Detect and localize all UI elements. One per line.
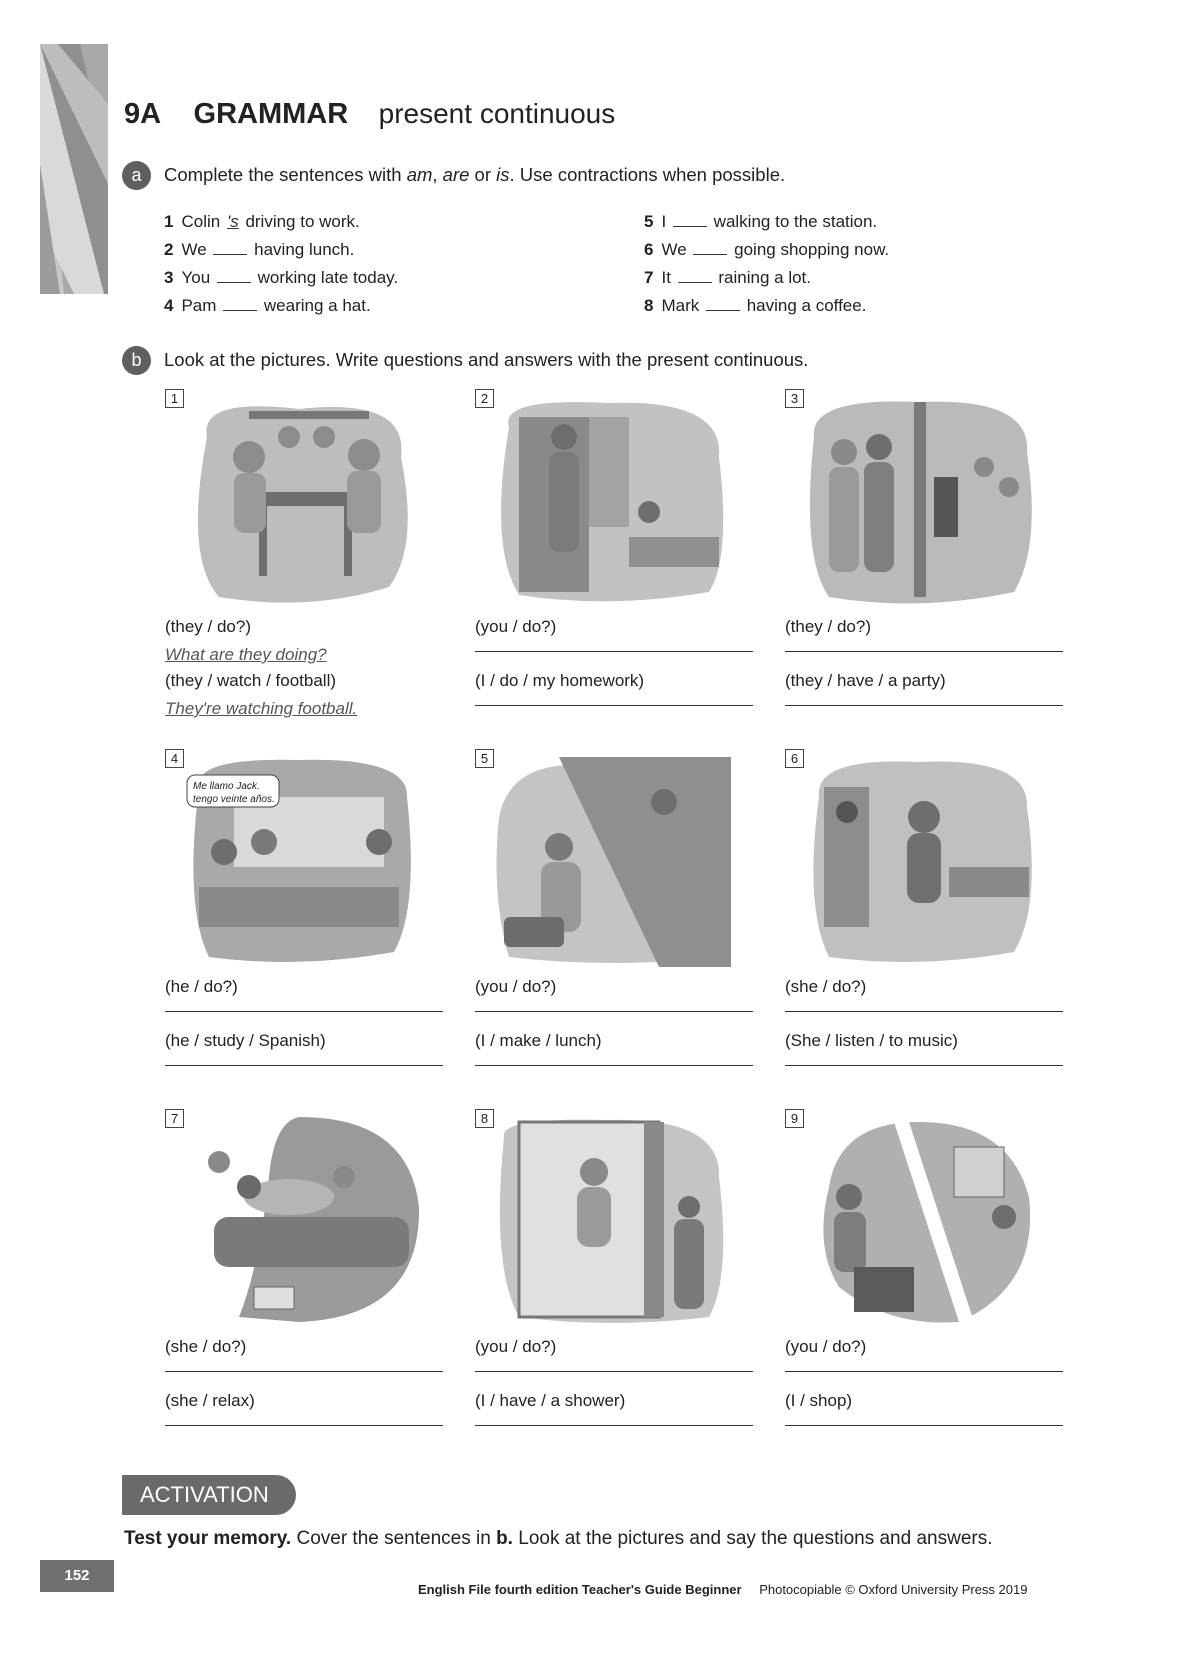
- answer-line[interactable]: [475, 651, 753, 652]
- subtopic-label: present continuous: [378, 98, 616, 129]
- answer-line[interactable]: [475, 1425, 753, 1426]
- topic-label: GRAMMAR: [193, 98, 349, 130]
- answer-line[interactable]: [785, 1371, 1063, 1372]
- item-number: 6: [785, 749, 804, 768]
- answer-blank[interactable]: [693, 240, 728, 255]
- item-number: 4: [165, 749, 184, 768]
- picture-exercise-3: 3 (they / do?) (they / have / a party): [785, 389, 1065, 739]
- item-number: 2: [475, 389, 494, 408]
- svg-text:tengo veinte años.: tengo veinte años.: [193, 794, 275, 805]
- example-answer: They're watching football.: [165, 699, 358, 718]
- answer-line[interactable]: [475, 1011, 753, 1012]
- question-prompt: (she / do?): [165, 1337, 247, 1356]
- answer-blank[interactable]: [213, 240, 248, 255]
- football-fans-illustration: [197, 406, 408, 603]
- question-prompt: (you / do?): [475, 1337, 557, 1356]
- relaxing-illustration: [208, 1117, 420, 1322]
- item-number: 3: [785, 389, 804, 408]
- item-number: 5: [475, 749, 494, 768]
- question-prompt: (you / do?): [475, 617, 557, 636]
- question-prompt: (he / do?): [165, 977, 238, 996]
- answer-line[interactable]: [475, 1371, 753, 1372]
- picture-exercise-1: 1 (they / do?) What are they doing? (the…: [165, 389, 445, 739]
- answer-blank[interactable]: [705, 296, 740, 311]
- music-illustration: [813, 761, 1032, 962]
- answer-blank[interactable]: [223, 296, 258, 311]
- activation-instruction: Test your memory. Cover the sentences in…: [124, 1528, 993, 1549]
- answer-line[interactable]: [785, 1065, 1063, 1066]
- item-number: 8: [475, 1109, 494, 1128]
- shower-illustration: [499, 1119, 724, 1323]
- picture-exercise-2: 2 (you / do?) (I / do / my homework): [475, 389, 755, 739]
- train-study-illustration: Me llamo Jack. tengo veinte años.: [186, 759, 411, 962]
- answer-prompt: (She / listen / to music): [785, 1031, 958, 1050]
- answer-prompt: (she / relax): [165, 1391, 255, 1410]
- answer-line[interactable]: [785, 1011, 1063, 1012]
- answer-prompt: (I / shop): [785, 1391, 853, 1410]
- item-number: 9: [785, 1109, 804, 1128]
- item-number: 7: [165, 1109, 184, 1128]
- question-prompt: (they / do?): [785, 617, 871, 636]
- answer-blank[interactable]: [672, 212, 707, 227]
- picture-exercise-8: 8 (you / do?) (I / have / a shower): [475, 1109, 755, 1459]
- answer-prompt: (I / make / lunch): [475, 1031, 602, 1050]
- answer-line[interactable]: [785, 1425, 1063, 1426]
- section-b-instruction: Look at the pictures. Write questions an…: [164, 349, 809, 370]
- answer-prompt: (he / study / Spanish): [165, 1031, 326, 1050]
- answer-line[interactable]: [165, 1371, 443, 1372]
- section-b-badge: b: [122, 346, 151, 375]
- example-answer: 's: [226, 212, 239, 231]
- question-prompt: (you / do?): [785, 1337, 867, 1356]
- party-illustration: [809, 401, 1032, 604]
- section-a-instruction: Complete the sentences with am, are or i…: [164, 164, 786, 185]
- question-prompt: (she / do?): [785, 977, 867, 996]
- picture-exercise-4: 4 Me llamo Jack. tengo veinte años. (he …: [165, 749, 445, 1099]
- page-title: 9A GRAMMAR present continuous: [124, 98, 615, 131]
- question-prompt: (you / do?): [475, 977, 557, 996]
- answer-line[interactable]: [475, 1065, 753, 1066]
- answer-line[interactable]: [165, 1065, 443, 1066]
- corner-tab-decoration: [40, 44, 108, 294]
- shopping-illustration: [823, 1122, 1031, 1323]
- answer-blank[interactable]: [677, 268, 712, 283]
- picture-exercise-7: 7 (she / do?) (she / relax): [165, 1109, 445, 1459]
- answer-line[interactable]: [165, 1425, 443, 1426]
- answer-line[interactable]: [785, 651, 1063, 652]
- book-title: English File fourth edition Teacher's Gu…: [418, 1582, 742, 1597]
- answer-prompt: (they / watch / football): [165, 671, 337, 690]
- footer-credit: English File fourth edition Teacher's Gu…: [418, 1582, 1027, 1597]
- page-number: 152: [40, 1560, 114, 1592]
- answer-prompt: (they / have / a party): [785, 671, 946, 690]
- answer-line[interactable]: [475, 705, 753, 706]
- picture-exercise-9: 9 (you / do?) (I / shop): [785, 1109, 1065, 1459]
- example-question-answer: What are they doing?: [165, 645, 327, 664]
- picture-exercise-6: 6 (she / do?) (She / listen / to music): [785, 749, 1065, 1099]
- picture-exercise-5: 5 (you / do?) (I / make / lunch): [475, 749, 755, 1099]
- cooking-illustration: [496, 757, 731, 967]
- unit-label: 9A: [124, 98, 162, 130]
- answer-prompt: (I / do / my homework): [475, 671, 645, 690]
- activation-banner: ACTIVATION: [122, 1475, 296, 1515]
- answer-blank[interactable]: [216, 268, 251, 283]
- answer-prompt: (I / have / a shower): [475, 1391, 626, 1410]
- svg-text:Me llamo Jack.: Me llamo Jack.: [193, 781, 260, 792]
- answer-line[interactable]: [785, 705, 1063, 706]
- answer-line[interactable]: [165, 1011, 443, 1012]
- section-a-badge: a: [122, 161, 151, 190]
- item-number: 1: [165, 389, 184, 408]
- copyright-notice: Photocopiable © Oxford University Press …: [759, 1582, 1028, 1597]
- question-prompt: (they / do?): [165, 617, 251, 636]
- homework-illustration: [501, 402, 724, 602]
